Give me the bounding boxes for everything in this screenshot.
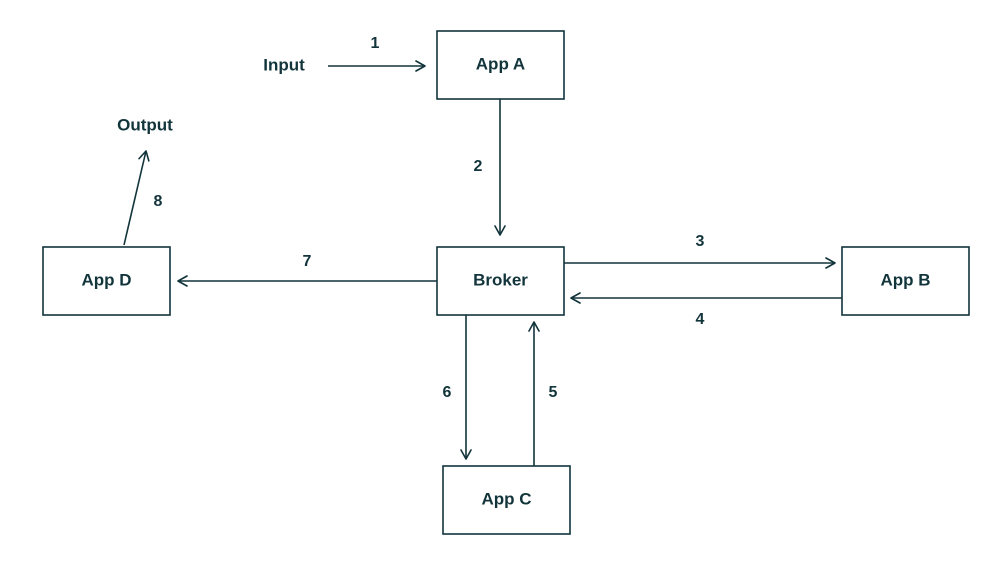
- node-app-d: App D: [42, 246, 171, 316]
- step-number-6: 6: [443, 384, 452, 401]
- step-number-1: 1: [371, 35, 380, 52]
- input-label: Input: [263, 55, 305, 74]
- node-app-c-label: App C: [481, 489, 531, 508]
- output-label: Output: [117, 115, 173, 134]
- step-number-2: 2: [474, 158, 483, 175]
- node-app-d-label: App D: [81, 270, 131, 289]
- node-app-b: App B: [841, 246, 970, 316]
- node-app-a-label: App A: [476, 54, 525, 73]
- node-app-a: App A: [436, 30, 565, 100]
- node-broker-label: Broker: [473, 270, 528, 289]
- step-number-3: 3: [696, 233, 705, 250]
- step-number-7: 7: [303, 253, 312, 270]
- node-app-c: App C: [442, 465, 571, 535]
- step-number-8: 8: [154, 193, 163, 210]
- arrow-8-app-d-to-output: [123, 150, 150, 246]
- node-broker: Broker: [436, 246, 565, 316]
- node-app-b-label: App B: [880, 270, 930, 289]
- step-number-5: 5: [549, 384, 558, 401]
- step-number-4: 4: [696, 311, 705, 328]
